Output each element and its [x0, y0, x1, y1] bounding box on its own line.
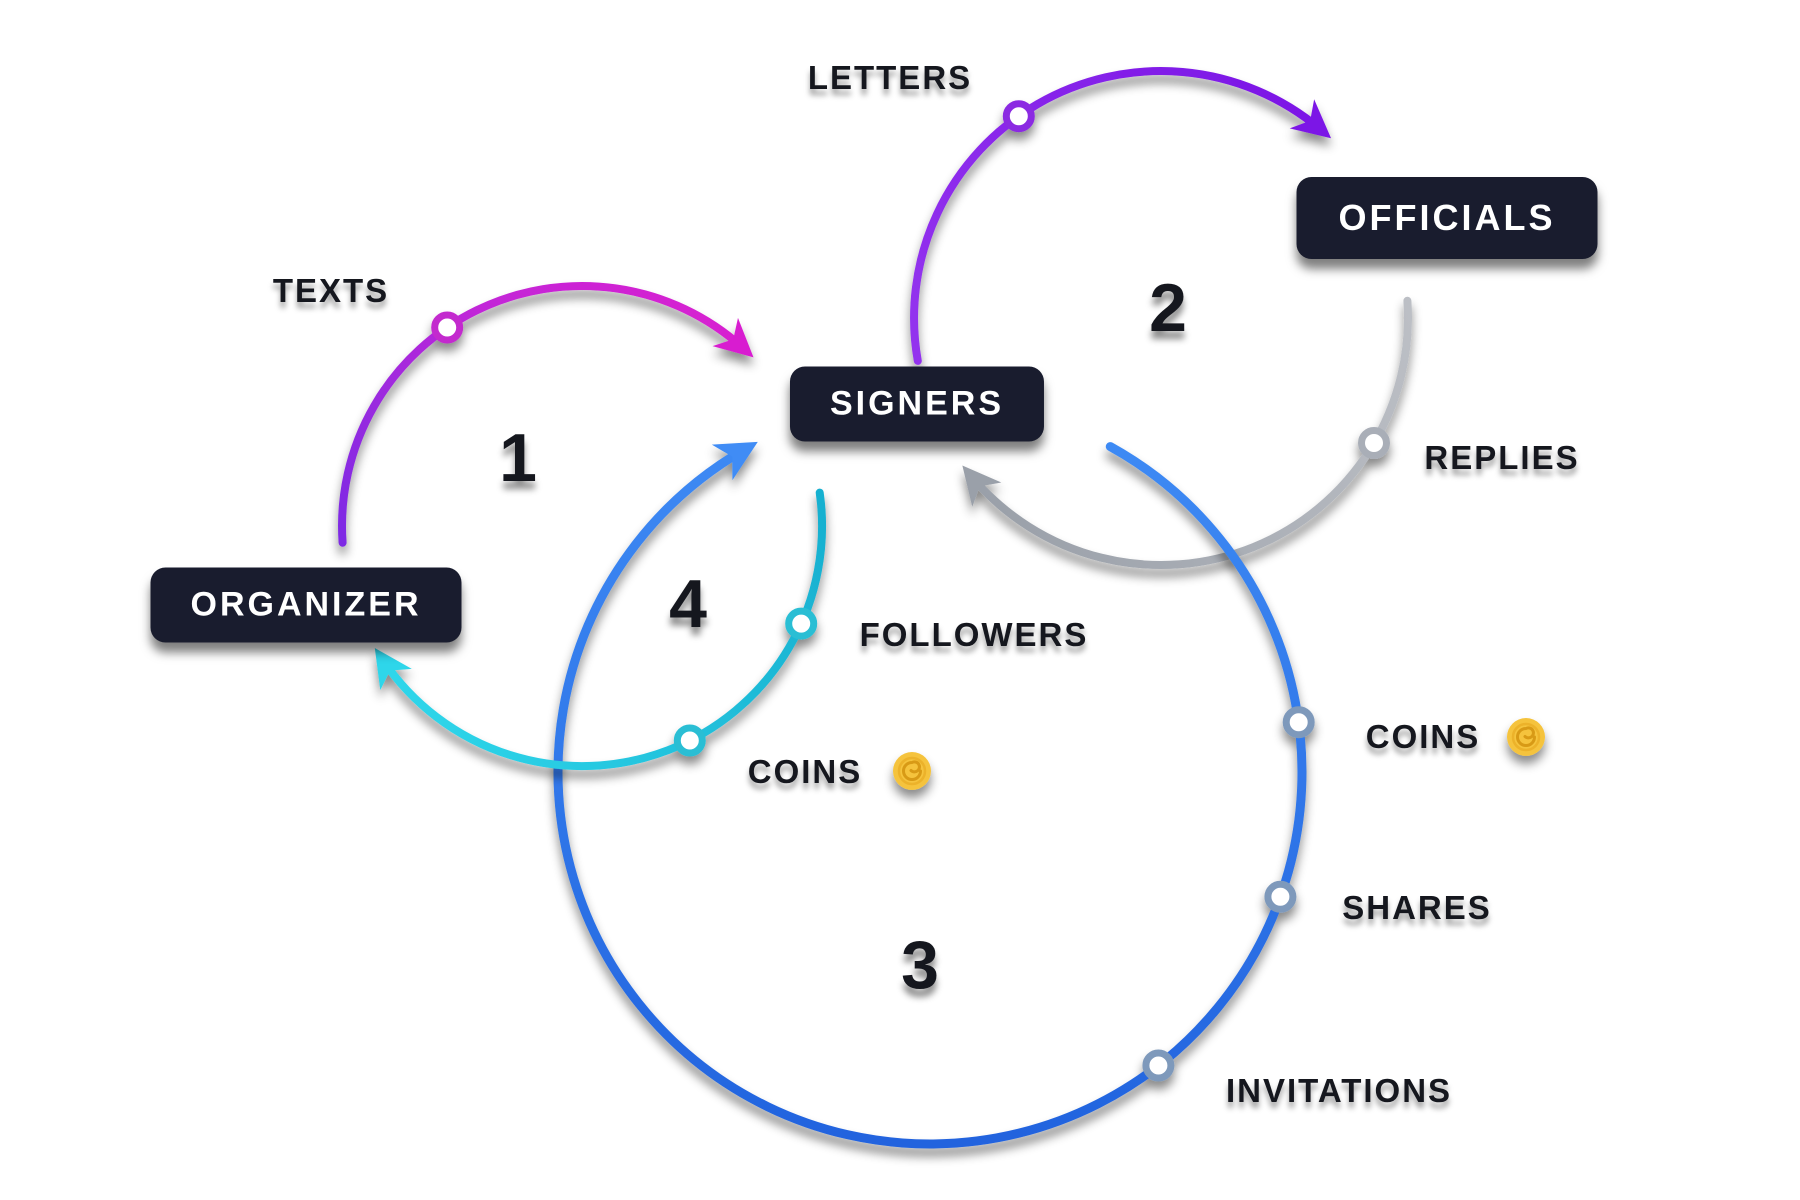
label-shares: SHARES [1342, 889, 1492, 926]
coin-icon [1505, 716, 1547, 758]
entity-organizer: ORGANIZER [150, 567, 462, 643]
milestone-node-invitations [1142, 1049, 1175, 1082]
entity-organizer-label: ORGANIZER [190, 585, 422, 624]
milestone-node-coins-right [1282, 706, 1315, 739]
step-number-2: 2 [1149, 270, 1187, 346]
milestone-node-coins-left [673, 724, 706, 757]
arc-4-followers [374, 488, 826, 771]
entity-signers-label: SIGNERS [829, 384, 1005, 423]
flow-replies-group [962, 296, 1412, 569]
arc-replies [962, 296, 1412, 569]
label-invitations: INVITATIONS [1225, 1072, 1453, 1109]
flow-3-group [553, 441, 1315, 1149]
milestone-node-replies [1358, 427, 1390, 459]
entity-officials-label: OFFICIALS [1338, 197, 1556, 238]
entity-signers: SIGNERS [789, 366, 1045, 442]
milestone-node-texts [431, 311, 464, 344]
label-followers: FOLLOWERS [859, 616, 1089, 653]
step-number-3: 3 [901, 927, 939, 1003]
milestone-node-letters [1002, 100, 1035, 133]
label-replies: REPLIES [1424, 439, 1580, 476]
label-texts: TEXTS [272, 272, 390, 309]
label-letters: LETTERS [807, 59, 973, 96]
label-coins-right: COINS [1365, 718, 1481, 755]
arc-3-engagement [553, 441, 1307, 1149]
coin-icon [891, 750, 933, 792]
flow-4-group [374, 488, 826, 771]
flow-2-group [910, 67, 1332, 365]
step-number-1: 1 [499, 420, 537, 496]
arc-2-letters [910, 67, 1332, 365]
flow-1-group [338, 281, 754, 547]
milestone-node-followers [785, 607, 818, 640]
milestone-node-shares [1264, 880, 1297, 913]
step-number-4: 4 [669, 566, 707, 642]
arc-1-texts [338, 281, 754, 547]
entity-officials: OFFICIALS [1296, 177, 1598, 259]
label-coins-left: COINS [747, 753, 863, 790]
